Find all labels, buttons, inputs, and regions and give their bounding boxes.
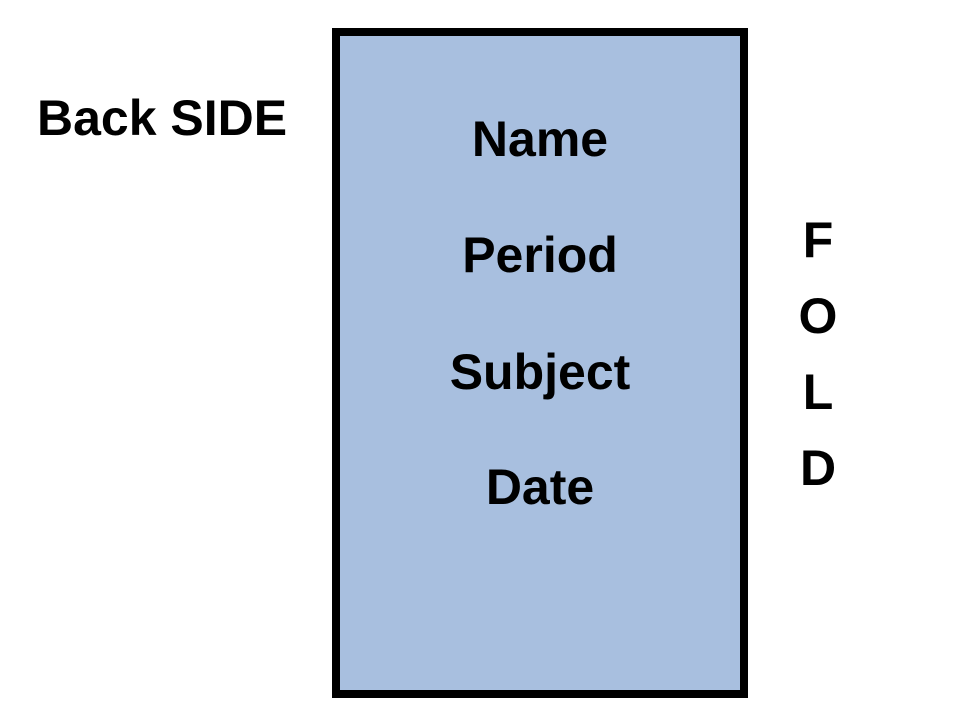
back-side-label: Back SIDE — [37, 90, 288, 146]
card-field-period: Period — [462, 227, 618, 283]
fold-letter-f: F — [802, 212, 834, 268]
card-field-date: Date — [485, 459, 595, 515]
fold-label: F O L D — [790, 208, 846, 512]
card-back-panel: Name Period Subject Date — [332, 28, 748, 698]
fold-letter-o: O — [798, 288, 838, 344]
fold-letter-d: D — [799, 440, 837, 496]
card-field-name: Name — [471, 111, 609, 167]
fold-letter-l: L — [802, 364, 834, 420]
card-field-subject: Subject — [449, 344, 631, 400]
